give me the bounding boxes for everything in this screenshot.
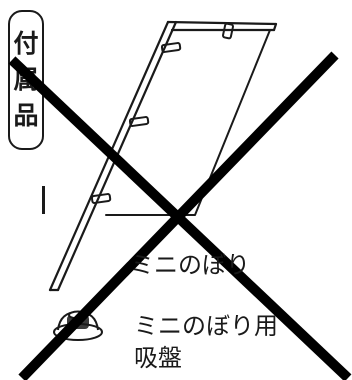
- flag-clip: [128, 116, 150, 127]
- flag-top-bar: [166, 20, 278, 26]
- divider-mark: [42, 186, 45, 214]
- flag-cloth: [105, 29, 271, 216]
- heading-char-1: 付: [13, 29, 39, 58]
- flag-clip: [160, 42, 182, 53]
- suction-cup-label-line-1: ミニのぼり用: [134, 312, 278, 340]
- flag-top-clip: [222, 22, 234, 40]
- heading-char-3: 品: [13, 101, 39, 130]
- mini-flag-label: ミニのぼり: [130, 251, 250, 279]
- suction-cup-label-line-2: 吸盤: [134, 344, 182, 372]
- cross-out-mark: [8, 51, 352, 380]
- flag-clip: [90, 193, 112, 204]
- suction-cup-label: ミニのぼり用 吸盤: [134, 310, 278, 374]
